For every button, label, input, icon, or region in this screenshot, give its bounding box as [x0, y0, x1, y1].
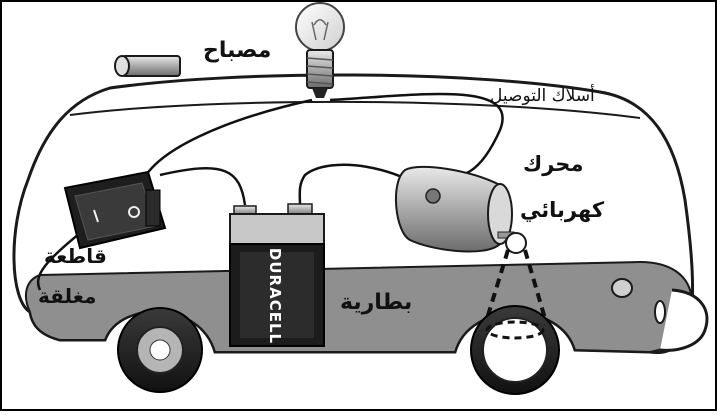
lamp-label: مصباح [203, 38, 271, 63]
motor-pulley [506, 233, 526, 253]
wires-label: أسلاك التوصيل [490, 86, 595, 106]
motor-label-line1: محرك [523, 152, 583, 176]
motor-label-line2: كهربائي [520, 198, 604, 222]
switch-label-line2: مغلقة [38, 284, 96, 308]
rear-wheel [118, 308, 202, 392]
battery-label: بطارية [340, 290, 412, 315]
front-light [655, 301, 665, 323]
battery-brand-text: DURACELL [266, 246, 284, 346]
switch-label-line1: قاطعة [44, 244, 107, 268]
front-wheel [471, 306, 559, 394]
headlight-icon [115, 56, 180, 76]
side-light [612, 279, 632, 297]
